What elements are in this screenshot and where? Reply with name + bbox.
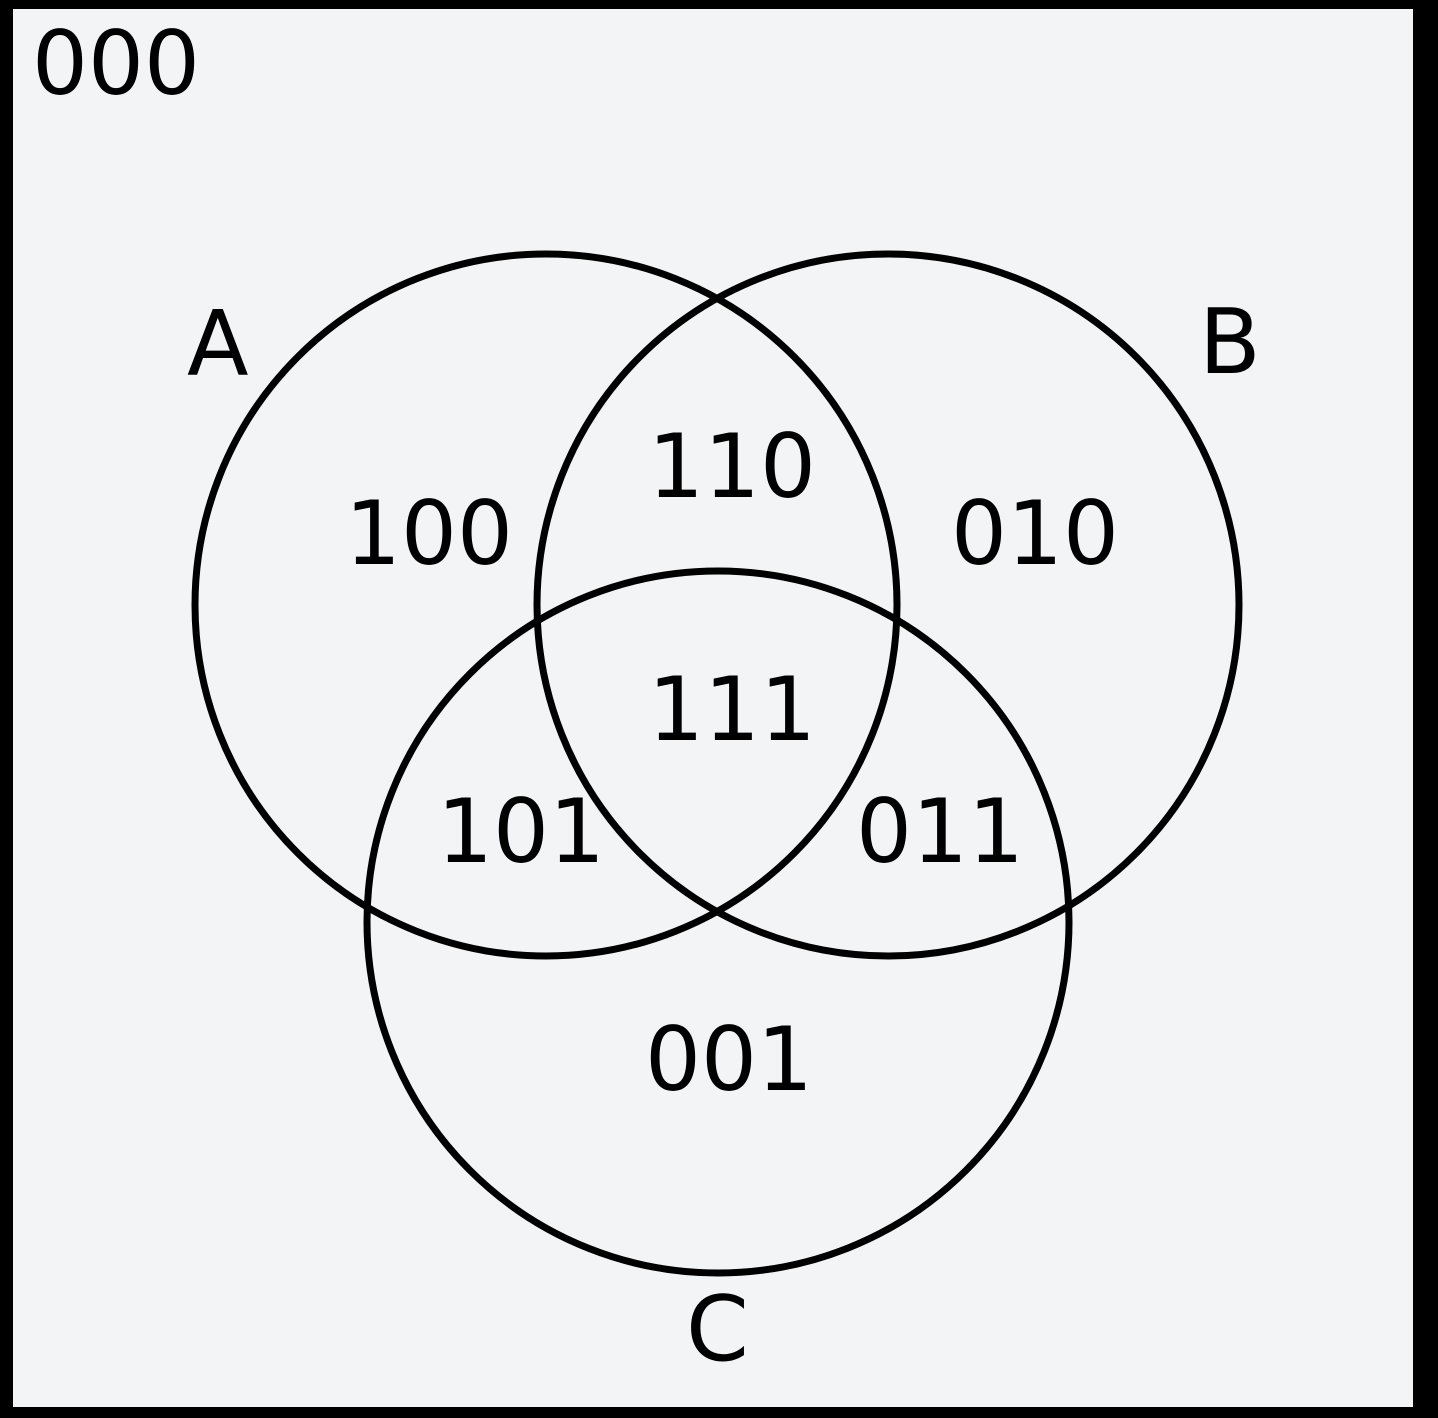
region-a-b-c-label: 111 <box>648 658 816 761</box>
region-a-and-b-label: 110 <box>648 415 816 518</box>
region-b-only-label: 010 <box>951 482 1119 585</box>
set-b-circle <box>533 250 1243 960</box>
set-b-label: B <box>1199 290 1261 395</box>
outside-region-label: 000 <box>32 12 200 115</box>
region-a-and-c-label: 101 <box>437 780 605 883</box>
set-c-circle <box>363 567 1073 1277</box>
region-c-only-label: 001 <box>645 1008 813 1111</box>
universe-frame <box>7 3 1419 1413</box>
set-a-circle <box>191 250 901 960</box>
region-a-only-label: 100 <box>345 482 513 585</box>
set-a-label: A <box>187 292 249 397</box>
set-c-label: C <box>686 1277 749 1382</box>
region-b-and-c-label: 011 <box>856 780 1024 883</box>
